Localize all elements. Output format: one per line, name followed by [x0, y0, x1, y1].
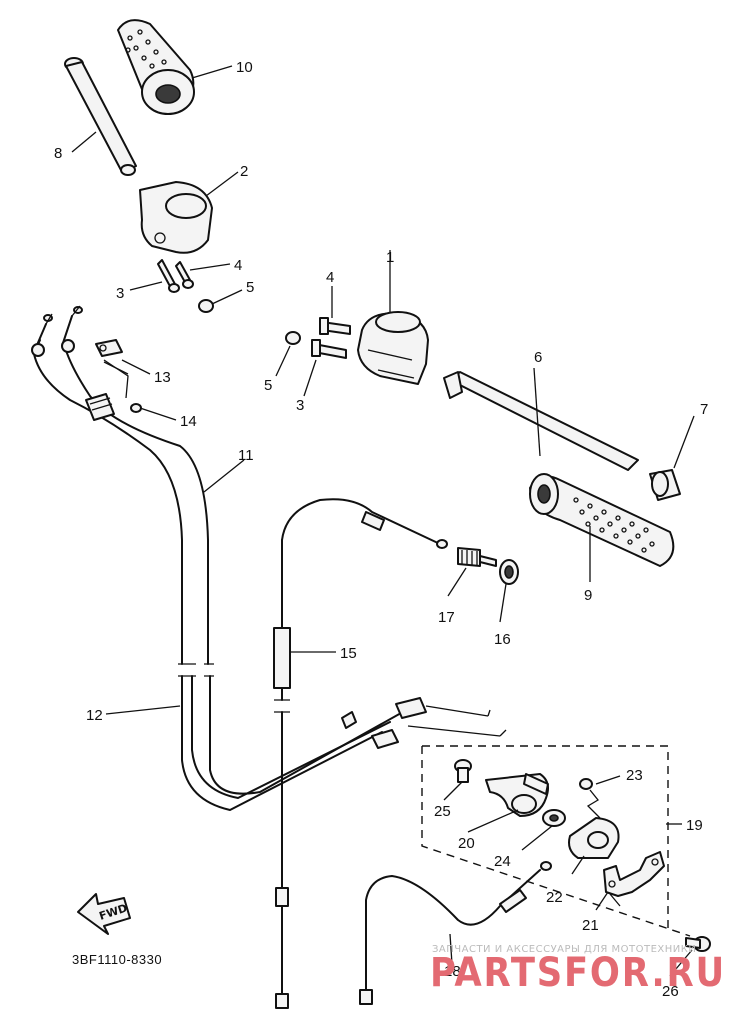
- switch-housing-right-part: [357, 311, 429, 385]
- part-label-3-right: 3: [296, 397, 304, 414]
- throttle-grip-part: [117, 19, 195, 115]
- part-label-3-left: 3: [116, 285, 124, 302]
- part-label-24: 24: [494, 853, 511, 870]
- screw-left-cluster: [157, 259, 214, 313]
- part-label-16: 16: [494, 631, 511, 648]
- lever-assembly-parts: [454, 759, 711, 952]
- part-label-13: 13: [154, 369, 171, 386]
- part-label-2: 2: [240, 163, 248, 180]
- cable-adjuster-part: [457, 547, 519, 585]
- part-label-15: 15: [340, 645, 357, 662]
- part-label-5-right: 5: [264, 377, 272, 394]
- part-label-9: 9: [584, 587, 592, 604]
- part-label-12: 12: [86, 707, 103, 724]
- clutch-cable: [273, 498, 448, 1009]
- part-label-20: 20: [458, 835, 475, 852]
- part-label-18: 18: [444, 963, 461, 980]
- grip-part: [529, 473, 675, 567]
- right-handlebar-part: [443, 371, 639, 471]
- part-label-17: 17: [438, 609, 455, 626]
- throttle-cables: [31, 305, 507, 811]
- part-number-labels: 10 8 2 3 4 5 1 4 5 3 6 7 9 13 14 11 12 1…: [54, 59, 708, 1000]
- part-label-22: 22: [546, 889, 563, 906]
- forward-arrow-icon: FWD: [77, 893, 131, 935]
- part-label-4-right: 4: [326, 269, 334, 286]
- bar-end-part: [649, 469, 681, 501]
- part-label-19: 19: [686, 817, 703, 834]
- watermark: ЗАПЧАСТИ И АКСЕССУАРЫ ДЛЯ МОТОТЕХНИКИ PA…: [430, 944, 726, 996]
- part-label-14: 14: [180, 413, 197, 430]
- part-label-5-left: 5: [246, 279, 254, 296]
- part-label-1: 1: [386, 249, 394, 266]
- switch-holder-left-part: [139, 181, 213, 254]
- part-label-4-left: 4: [234, 257, 242, 274]
- left-handlebar-part: [64, 57, 137, 176]
- part-label-26: 26: [662, 983, 679, 1000]
- leader-lines: [71, 65, 695, 977]
- lower-cable-part: [359, 861, 552, 1005]
- part-label-11: 11: [238, 447, 254, 464]
- part-label-8: 8: [54, 145, 62, 162]
- part-label-23: 23: [626, 767, 643, 784]
- drawing-code: 3BF1110-8330: [72, 952, 162, 967]
- watermark-logo: PARTSFOR.RU: [430, 950, 726, 996]
- screw-right-cluster: [285, 317, 351, 359]
- lever-assembly-box: [421, 745, 691, 937]
- part-label-21: 21: [582, 917, 599, 934]
- part-label-7: 7: [700, 401, 708, 418]
- watermark-tagline: ЗАПЧАСТИ И АКСЕССУАРЫ ДЛЯ МОТОТЕХНИКИ: [432, 944, 696, 955]
- part-label-6: 6: [534, 349, 542, 366]
- part-label-25: 25: [434, 803, 451, 820]
- part-label-10: 10: [236, 59, 253, 76]
